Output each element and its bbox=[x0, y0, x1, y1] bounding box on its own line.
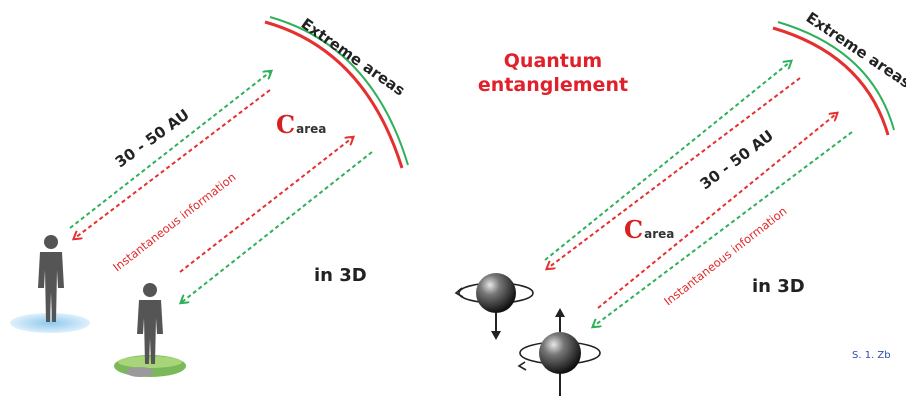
left-extreme-label: Extreme areas bbox=[298, 15, 409, 100]
left-green-arrow-upper bbox=[69, 72, 270, 229]
spinning-particle-icon bbox=[454, 273, 534, 340]
left-panel: Extreme areas 30 - 50 AU Instantaneous i… bbox=[10, 15, 409, 377]
left-green-arrow-lower bbox=[182, 151, 373, 302]
right-extreme-arc-red bbox=[772, 26, 890, 136]
title-line-2: entanglement bbox=[478, 74, 628, 96]
spinning-particle-icon bbox=[517, 308, 601, 396]
human-figure-icon bbox=[114, 283, 186, 377]
right-c-area-label: Carea bbox=[624, 215, 674, 244]
left-red-arrow-upper bbox=[75, 89, 271, 238]
left-in3d-label: in 3D bbox=[314, 265, 367, 286]
left-distance-label: 30 - 50 AU bbox=[112, 106, 193, 172]
left-extreme-arc-red bbox=[264, 20, 404, 169]
signature: S. 1. Zb bbox=[852, 350, 891, 361]
right-green-arrow-upper bbox=[544, 62, 790, 261]
human-figure-icon bbox=[10, 235, 90, 333]
left-c-area-label: Carea bbox=[276, 110, 326, 139]
right-extreme-label: Extreme areas bbox=[803, 8, 906, 91]
title-line-1: Quantum bbox=[504, 50, 602, 72]
right-red-arrow-upper bbox=[548, 77, 801, 268]
left-extreme-arc-green bbox=[269, 16, 409, 166]
right-red-arrow-lower bbox=[597, 114, 836, 309]
right-green-arrow-lower bbox=[594, 131, 853, 326]
right-extreme-arc-green bbox=[777, 21, 895, 131]
right-in3d-label: in 3D bbox=[752, 276, 805, 297]
right-distance-label: 30 - 50 AU bbox=[697, 126, 777, 193]
left-red-arrow-lower bbox=[179, 138, 352, 273]
left-info-label: Instantaneous information bbox=[110, 170, 238, 274]
